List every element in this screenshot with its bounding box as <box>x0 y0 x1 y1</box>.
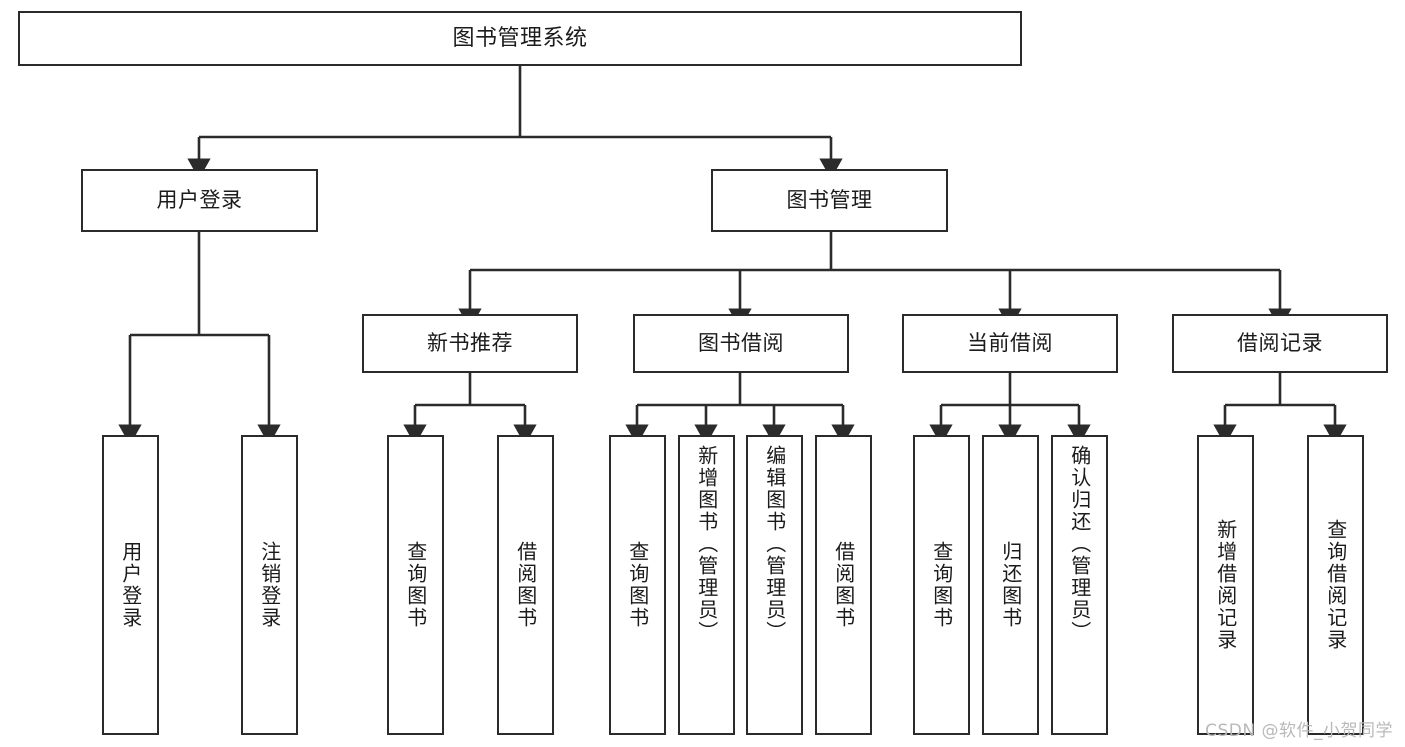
node-label: 用户登录 <box>118 541 143 629</box>
node-borrow-record[interactable]: 借阅记录 <box>1172 314 1388 373</box>
leaf-borrow-query-book[interactable]: 查询图书 <box>609 435 666 735</box>
node-book-borrow[interactable]: 图书借阅 <box>633 314 849 373</box>
node-label: 确认归还（管理员） <box>1067 445 1092 643</box>
leaf-borrow-edit-book-admin[interactable]: 编辑图书（管理员） <box>746 435 803 735</box>
leaf-borrow-borrow-book[interactable]: 借阅图书 <box>815 435 872 735</box>
node-label: 归还图书 <box>998 541 1023 629</box>
node-label: 图书管理系统 <box>452 25 588 51</box>
leaf-current-confirm-return-admin[interactable]: 确认归还（管理员） <box>1051 435 1108 735</box>
node-book-management[interactable]: 图书管理 <box>711 169 948 232</box>
node-label: 借阅图书 <box>513 541 538 629</box>
leaf-user-login-signout[interactable]: 注销登录 <box>241 435 298 735</box>
node-user-login[interactable]: 用户登录 <box>81 169 318 232</box>
leaf-user-login-signin[interactable]: 用户登录 <box>102 435 159 735</box>
node-root-system[interactable]: 图书管理系统 <box>18 11 1022 66</box>
leaf-record-add-record[interactable]: 新增借阅记录 <box>1197 435 1254 735</box>
node-label: 编辑图书（管理员） <box>762 445 787 643</box>
node-label: 用户登录 <box>156 188 243 213</box>
node-label: 新增借阅记录 <box>1213 519 1238 651</box>
leaf-record-query-record[interactable]: 查询借阅记录 <box>1307 435 1364 735</box>
node-label: 查询借阅记录 <box>1323 519 1348 651</box>
node-label: 新增图书（管理员） <box>694 445 719 643</box>
node-label: 查询图书 <box>929 541 954 629</box>
leaf-borrow-add-book-admin[interactable]: 新增图书（管理员） <box>678 435 735 735</box>
node-label: 查询图书 <box>403 541 428 629</box>
node-label: 借阅图书 <box>831 541 856 629</box>
node-label: 图书管理 <box>786 188 873 213</box>
node-label: 图书借阅 <box>698 331 784 356</box>
node-label: 新书推荐 <box>427 331 513 356</box>
leaf-new-book-query[interactable]: 查询图书 <box>387 435 444 735</box>
node-label: 查询图书 <box>625 541 650 629</box>
leaf-current-return-book[interactable]: 归还图书 <box>982 435 1039 735</box>
node-label: 当前借阅 <box>967 331 1053 356</box>
node-label: 注销登录 <box>257 541 282 629</box>
leaf-new-book-borrow[interactable]: 借阅图书 <box>497 435 554 735</box>
node-new-book-recommend[interactable]: 新书推荐 <box>362 314 578 373</box>
node-label: 借阅记录 <box>1237 331 1323 356</box>
leaf-current-query-book[interactable]: 查询图书 <box>913 435 970 735</box>
node-current-borrow[interactable]: 当前借阅 <box>902 314 1118 373</box>
watermark-text: CSDN @软件_小贺同学 <box>1205 721 1393 741</box>
